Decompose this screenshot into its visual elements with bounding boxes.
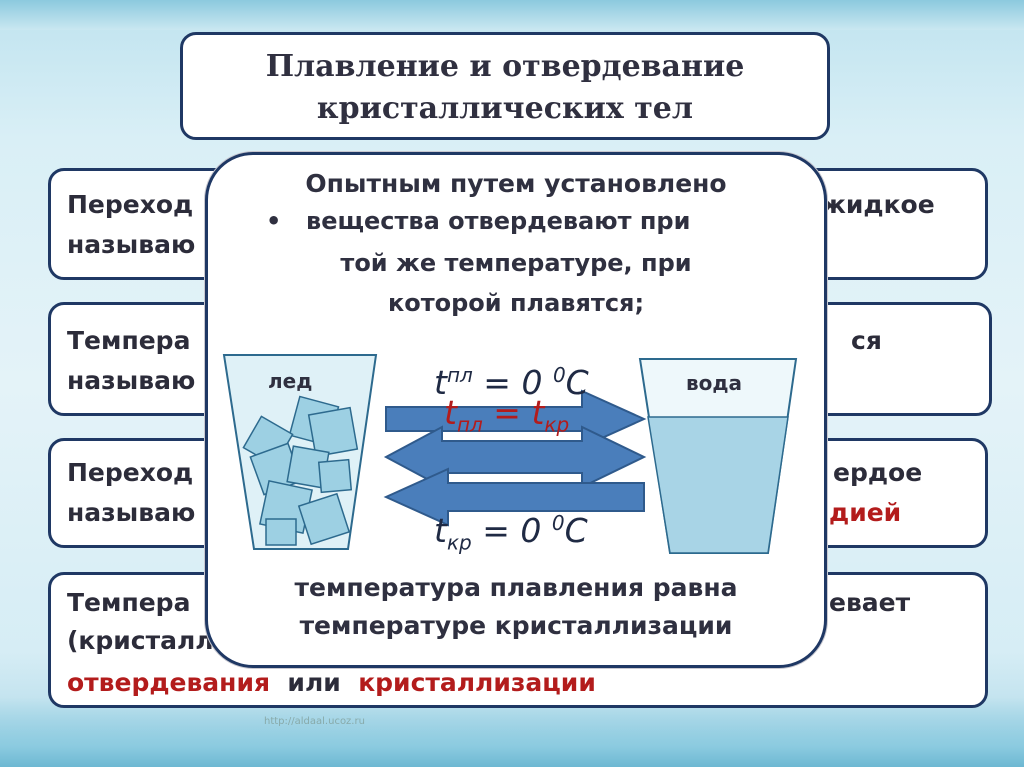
slide-title-line2: кристаллических тел xyxy=(183,91,827,126)
equality-formula: tпл = tкр xyxy=(444,393,569,437)
row4-right-line1: евает xyxy=(829,583,910,623)
popup-heading: Опытным путем установлено xyxy=(208,169,824,198)
slide-title-box: Плавление и отвердевание кристаллических… xyxy=(180,32,830,140)
background-top-band xyxy=(0,0,1024,30)
conclusion-line1: температура плавления равна xyxy=(208,573,824,602)
crystallization-temperature-formula: tкр = 0 0С xyxy=(434,511,588,555)
row4-line3: отвердевания или кристаллизации xyxy=(67,663,596,703)
row1-left-line1: Переход xyxy=(67,185,193,225)
row1-left-line2: называю xyxy=(67,225,195,265)
row3-left-line1: Переход xyxy=(67,453,193,493)
popup-bullet-line1: вещества отвердевают при xyxy=(306,207,690,235)
row2-right-line1: ся xyxy=(851,321,882,361)
row4-connector: или xyxy=(270,668,358,697)
water-fill xyxy=(648,417,788,553)
row4-term-solidification: отвердевания xyxy=(67,668,270,697)
slide-title-line1: Плавление и отвердевание xyxy=(183,49,827,84)
row4-term-crystallization: кристаллизации xyxy=(358,668,596,697)
popup-bullet-line2: той же температуре, при xyxy=(208,249,824,277)
row3-left-line2: называю xyxy=(67,493,195,533)
bullet-icon: • xyxy=(266,207,281,235)
row4-left-line2: (кристалл xyxy=(67,621,214,661)
row2-left-line1: Темпера xyxy=(67,321,190,361)
row3-right-line1: ердое xyxy=(833,453,922,493)
ice-cubes xyxy=(243,397,357,545)
popup-bullet-line3: которой плавятся; xyxy=(208,289,824,317)
ice-label: лед xyxy=(268,369,312,393)
row4-left-line1: Темпера xyxy=(67,583,190,623)
experiment-popup: Опытным путем установлено • вещества отв… xyxy=(205,152,827,668)
row3-right-line2: дией xyxy=(829,493,901,533)
row2-left-line2: называю xyxy=(67,361,195,401)
water-label: вода xyxy=(686,371,742,395)
source-watermark: http://aldaal.ucoz.ru xyxy=(264,716,365,727)
row1-right-line1: жидкое xyxy=(821,185,935,225)
conclusion-line2: температуре кристаллизации xyxy=(208,611,824,640)
